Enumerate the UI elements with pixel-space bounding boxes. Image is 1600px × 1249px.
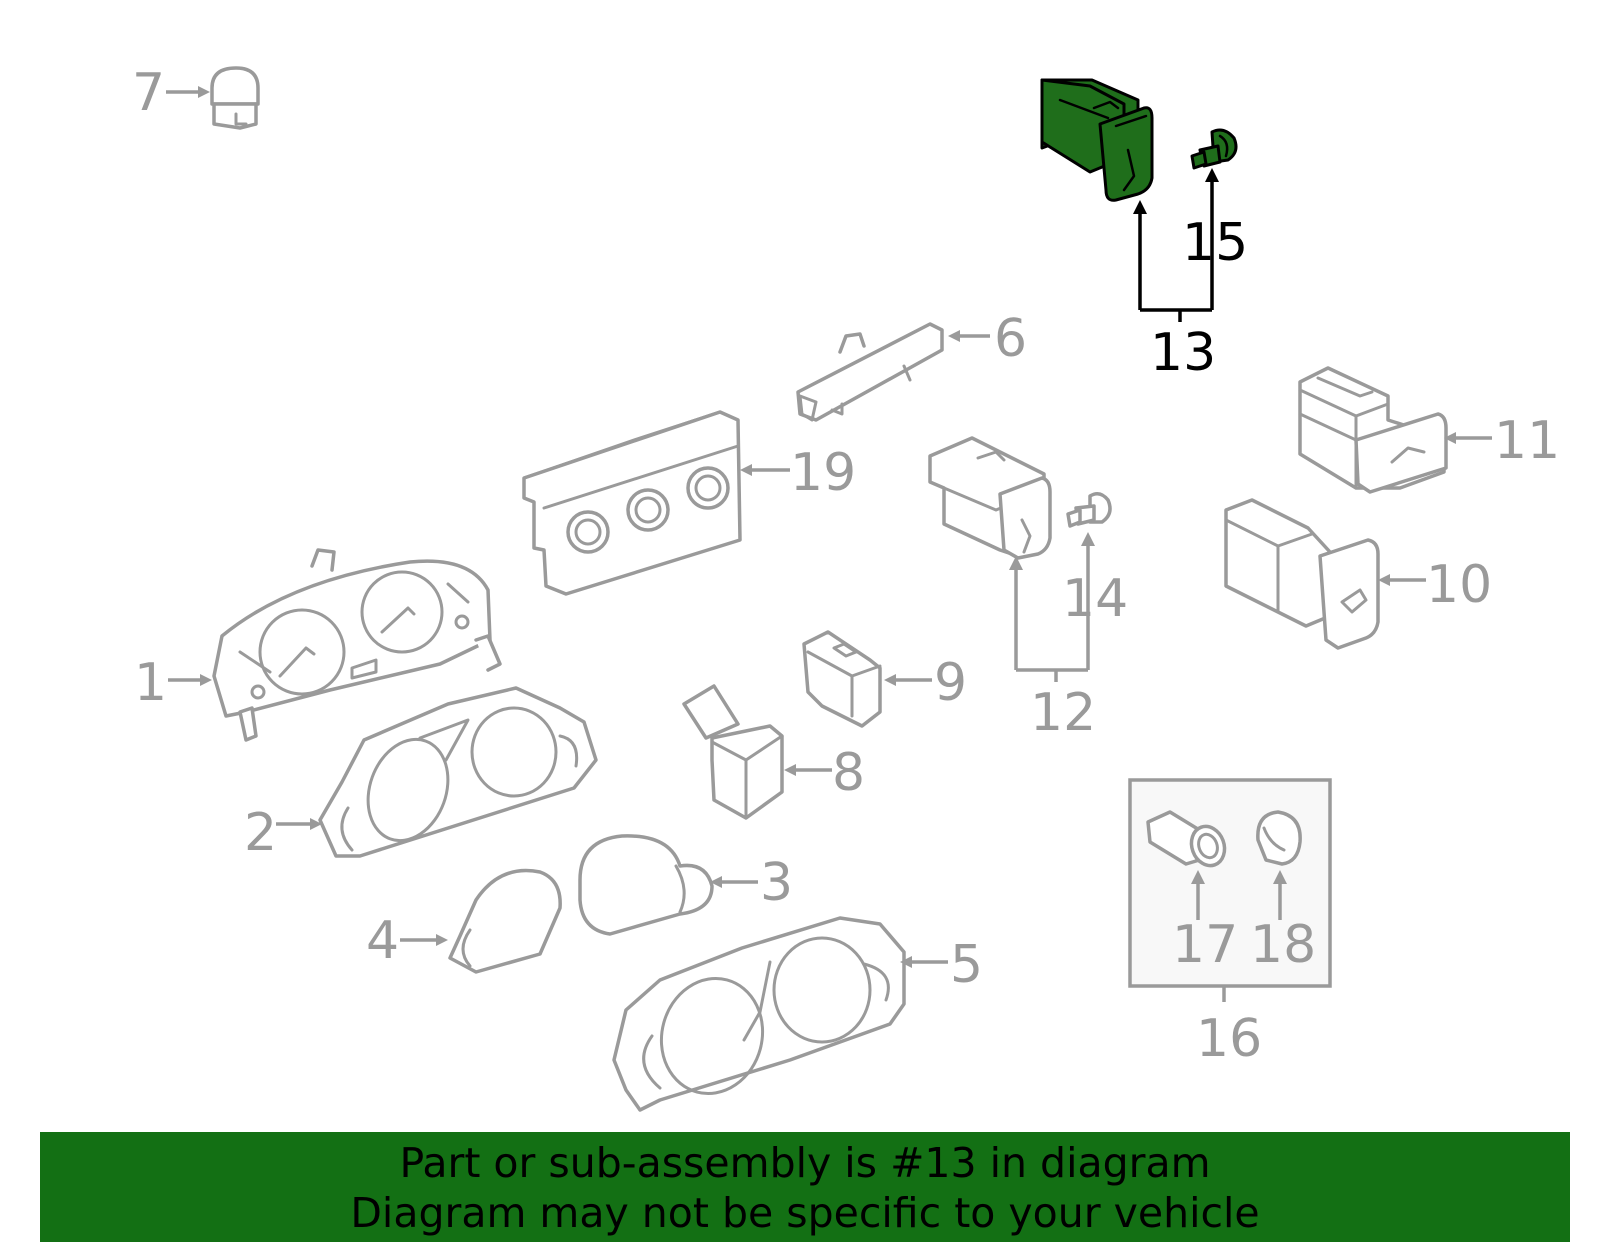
- callout-4-label: 4: [366, 911, 399, 971]
- part-13-switch-assembly[interactable]: [1040, 78, 1154, 202]
- callout-2-label: 2: [244, 803, 277, 863]
- callout-17-label: 17: [1172, 915, 1238, 975]
- callout-13-15: 15 13: [1133, 168, 1248, 383]
- banner-line-1: Part or sub-assembly is #13 in diagram: [399, 1139, 1211, 1187]
- callout-7: 7: [132, 63, 210, 123]
- part-10-switch[interactable]: [1224, 498, 1380, 650]
- callout-9-label: 9: [934, 653, 967, 713]
- part-11-switch[interactable]: [1298, 366, 1448, 494]
- callout-12-14: 14 12: [1009, 532, 1128, 743]
- callout-12-label: 12: [1030, 683, 1096, 743]
- callout-1: 1: [134, 653, 212, 713]
- part-12-switch[interactable]: [928, 436, 1052, 560]
- part-9-switch[interactable]: [802, 630, 882, 728]
- part-1-instrument-cluster[interactable]: [212, 548, 502, 742]
- callout-3-label: 3: [760, 853, 793, 913]
- part-6-bracket[interactable]: [796, 322, 944, 422]
- callout-7-label: 7: [132, 63, 165, 123]
- callout-11-label: 11: [1494, 411, 1560, 471]
- callout-10-label: 10: [1426, 555, 1492, 615]
- callout-19-label: 19: [790, 443, 856, 503]
- info-banner: Part or sub-assembly is #13 in diagram D…: [40, 1132, 1570, 1242]
- callout-6-label: 6: [994, 309, 1027, 369]
- callout-5: 5: [900, 935, 983, 995]
- part-14-bulb[interactable]: [1066, 492, 1112, 528]
- callout-5-label: 5: [950, 935, 983, 995]
- part-17-socket[interactable]: [1146, 810, 1230, 870]
- part-18-cap[interactable]: [1256, 810, 1302, 866]
- callout-8-label: 8: [832, 743, 865, 803]
- part-2-cluster-bezel[interactable]: [318, 686, 598, 858]
- callout-9: 9: [884, 653, 967, 713]
- callout-16-label: 16: [1196, 1009, 1262, 1069]
- callout-3: 3: [710, 853, 793, 913]
- part-4-small-lens[interactable]: [448, 868, 562, 974]
- part-8-switch[interactable]: [682, 684, 784, 820]
- callout-18-label: 18: [1250, 915, 1316, 975]
- callout-15-label: 15: [1182, 213, 1248, 273]
- callout-10: 10: [1378, 555, 1492, 615]
- callout-6: 6: [948, 309, 1027, 369]
- callout-11: 11: [1444, 411, 1560, 471]
- part-3-lens[interactable]: [578, 834, 714, 936]
- callout-19: 19: [740, 443, 856, 503]
- callout-4: 4: [366, 911, 448, 971]
- part-15-bulb[interactable]: [1190, 128, 1238, 170]
- callout-2: 2: [244, 803, 322, 863]
- callout-8: 8: [784, 743, 865, 803]
- part-19-climate-control-panel[interactable]: [522, 410, 742, 596]
- part-7-clip[interactable]: [210, 66, 260, 130]
- callout-14-label: 14: [1062, 569, 1128, 629]
- callout-16-17-18: 17 18 16: [1172, 870, 1316, 1069]
- callout-13-label: 13: [1150, 323, 1216, 383]
- part-5-cluster-bezel[interactable]: [612, 916, 906, 1112]
- callout-1-label: 1: [134, 653, 167, 713]
- banner-line-2: Diagram may not be specific to your vehi…: [350, 1189, 1260, 1237]
